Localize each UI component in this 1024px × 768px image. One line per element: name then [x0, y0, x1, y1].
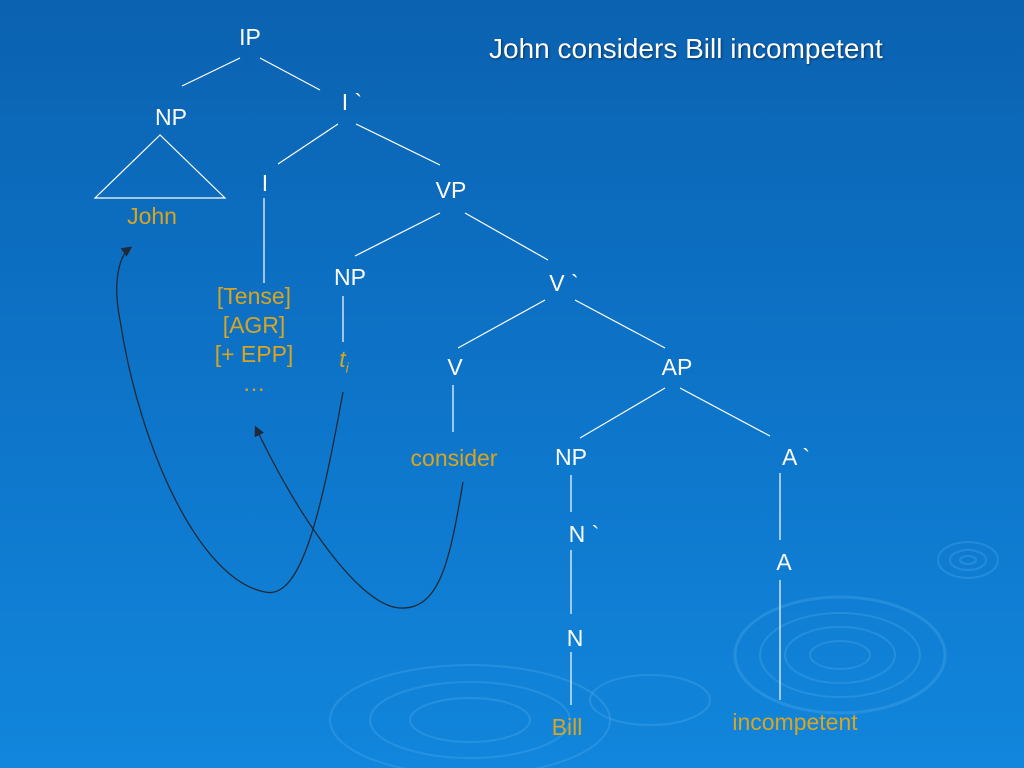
- node-v-bar: V `: [549, 270, 579, 296]
- trace-index: i: [345, 359, 349, 376]
- branch-ip-ibar: [259, 57, 321, 91]
- node-v: V: [447, 354, 463, 380]
- node-i: I: [261, 170, 269, 196]
- branch-ap-abar: [679, 387, 771, 437]
- node-a-bar: A `: [781, 444, 811, 470]
- trace-t-i: ti: [339, 346, 349, 381]
- node-i-bar: I `: [341, 89, 363, 115]
- branch-ip-np: [181, 57, 241, 87]
- word-consider: consider: [410, 445, 498, 471]
- movement-arrow-agr: [254, 425, 464, 609]
- branch-vbar-ap: [574, 299, 666, 349]
- node-a: A: [776, 549, 792, 575]
- branch-ibar-vp: [355, 123, 441, 166]
- node-n-bar: N `: [568, 521, 600, 547]
- word-john: John: [127, 203, 177, 229]
- word-bill: Bill: [551, 714, 583, 740]
- node-ip: IP: [239, 24, 261, 50]
- i-feature-list: [Tense] [AGR] [+ EPP] …: [215, 282, 294, 398]
- movement-arrow-subject: [116, 246, 344, 594]
- feature-epp: [+ EPP]: [214, 341, 294, 367]
- node-np-subject: NP: [155, 104, 187, 130]
- node-ap: AP: [661, 354, 693, 380]
- branch-vbar-v: [457, 299, 546, 349]
- node-np-spec-vp: NP: [334, 264, 366, 290]
- np-subject-triangle: [93, 134, 227, 199]
- node-np-object: NP: [555, 444, 587, 470]
- slide-title: John considers Bill incompetent: [489, 33, 883, 64]
- word-incompetent: incompetent: [732, 709, 858, 735]
- feature-ellipsis: …: [242, 370, 266, 396]
- node-n: N: [566, 625, 584, 651]
- branch-ibar-i: [277, 123, 339, 165]
- feature-agr: [AGR]: [222, 312, 286, 338]
- feature-tense: [Tense]: [216, 283, 292, 309]
- trace-symbol: t: [339, 346, 346, 372]
- branch-vp-vbar: [464, 212, 549, 261]
- node-vp: VP: [435, 177, 467, 203]
- branch-vp-np: [354, 212, 441, 257]
- branch-ap-np: [579, 387, 666, 439]
